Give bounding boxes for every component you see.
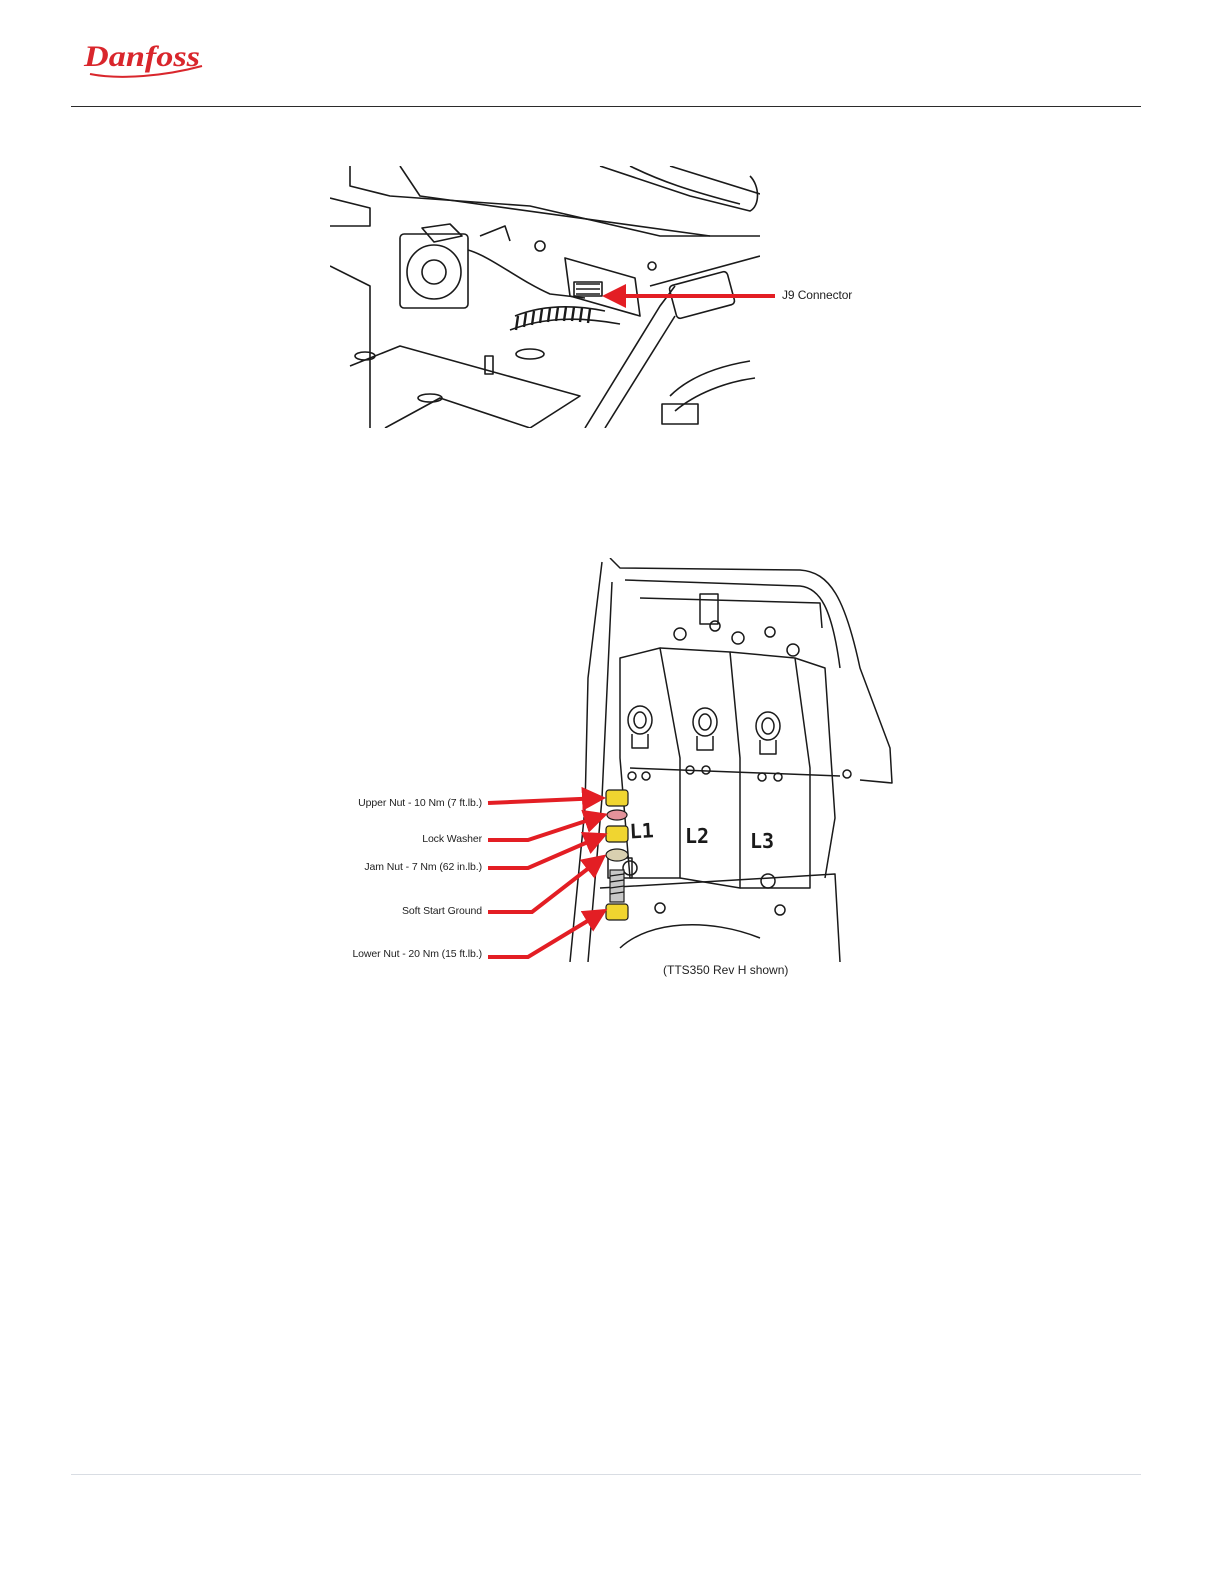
brand-name: Danfoss bbox=[83, 40, 200, 73]
danfoss-logo: Danfoss bbox=[80, 36, 205, 80]
jam-nut-icon bbox=[606, 826, 628, 842]
phase-label-l3: L3 bbox=[750, 829, 774, 853]
phase-label-l2: L2 bbox=[685, 824, 709, 848]
figure-caption: (TTS350 Rev H shown) bbox=[663, 963, 788, 977]
phase-label-l1: L1 bbox=[629, 818, 654, 843]
footer-divider bbox=[71, 1474, 1141, 1475]
upper-nut-label: Upper Nut - 10 Nm (7 ft.lb.) bbox=[358, 797, 482, 809]
ground-lug-icon bbox=[606, 849, 628, 861]
upper-nut-icon bbox=[606, 790, 628, 806]
lock-washer-icon bbox=[607, 810, 627, 820]
lock-washer-label: Lock Washer bbox=[422, 833, 482, 845]
lower-nut-label: Lower Nut - 20 Nm (15 ft.lb.) bbox=[352, 948, 482, 960]
terminal-block-drawing: L1 L2 L3 bbox=[540, 558, 900, 962]
jam-nut-label: Jam Nut - 7 Nm (62 in.lb.) bbox=[364, 861, 482, 873]
header-divider bbox=[71, 106, 1141, 107]
j9-connector-label: J9 Connector bbox=[782, 288, 852, 302]
j9-connector-drawing bbox=[330, 166, 760, 428]
soft-start-ground-label: Soft Start Ground bbox=[402, 905, 482, 917]
lower-nut-icon bbox=[606, 904, 628, 920]
